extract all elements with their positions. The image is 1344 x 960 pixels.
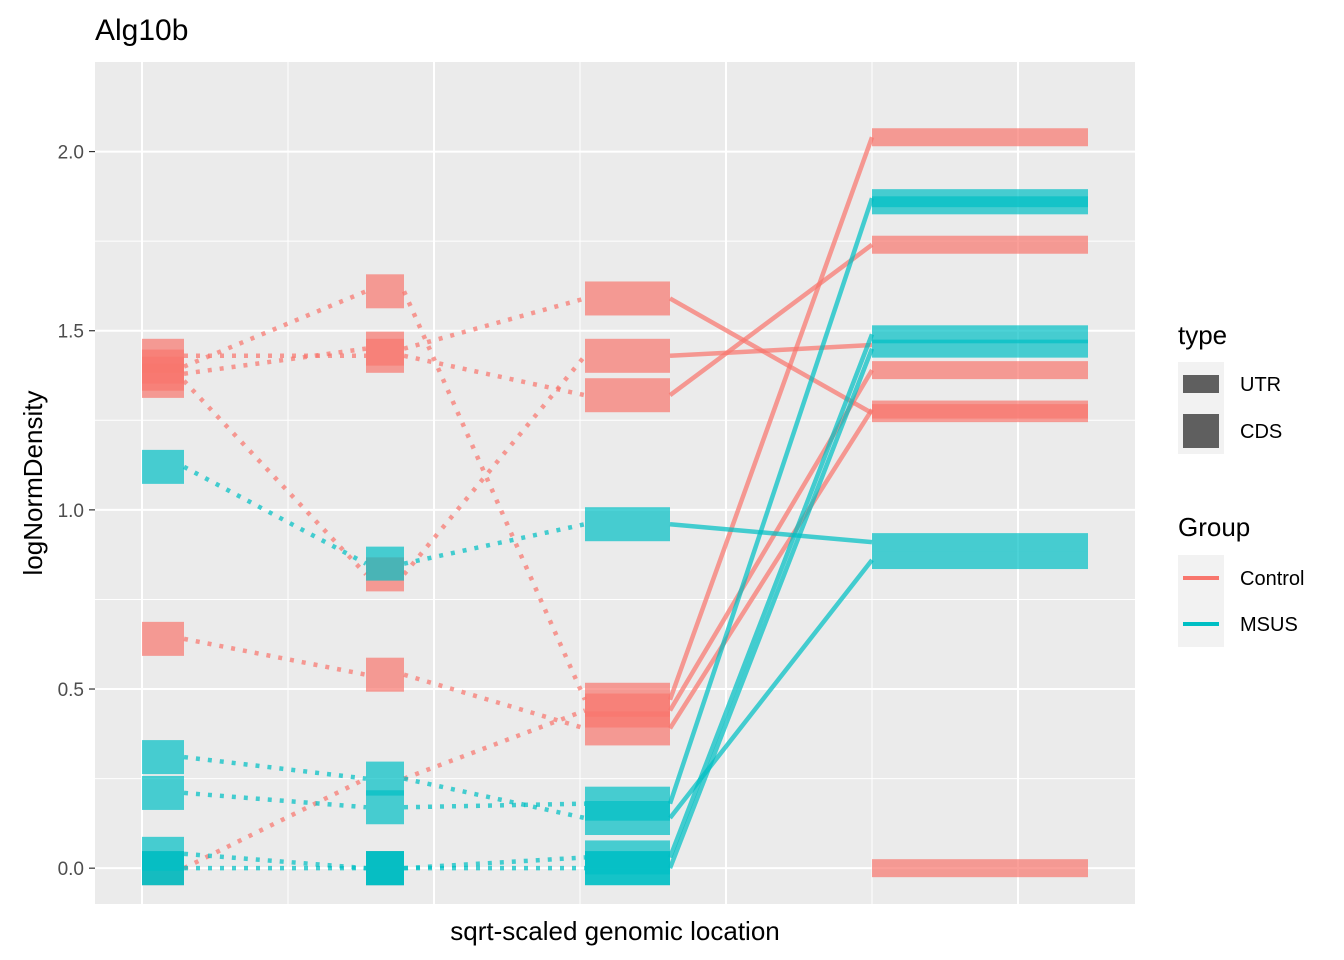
segment-msus-utr — [366, 790, 404, 825]
segment-control-utr — [585, 338, 670, 373]
segment-msus-utr — [366, 851, 404, 886]
segment-control-utr — [142, 621, 184, 656]
segment-control-cds — [872, 404, 1088, 423]
legend-type: type UTR CDS — [1178, 320, 1282, 454]
segment-control-cds — [872, 859, 1088, 878]
legend-type-title: type — [1178, 320, 1227, 350]
connection-line-control — [182, 379, 368, 576]
connection-line-msus — [667, 333, 875, 859]
segment-control-cds — [872, 361, 1088, 380]
segment-msus-cds — [872, 533, 1088, 552]
y-tick-label: 1.0 — [58, 501, 84, 522]
legend-label-cds: CDS — [1240, 421, 1282, 443]
segment-msus-utr — [142, 775, 184, 810]
legend-label-control: Control — [1240, 568, 1304, 590]
connection-line-control — [667, 136, 875, 701]
segment-msus-utr — [366, 761, 404, 796]
connection-lines — [182, 136, 875, 871]
segment-control-utr — [585, 281, 670, 316]
legend-group-title: Group — [1178, 512, 1250, 542]
segment-control-utr — [585, 378, 670, 413]
segment-control-utr — [366, 657, 404, 692]
segment-msus-cds — [872, 196, 1088, 215]
y-axis-title: logNormDensity — [18, 391, 48, 576]
segment-control-utr — [366, 338, 404, 373]
connection-line-control — [183, 289, 367, 369]
segment-msus-utr — [366, 546, 404, 581]
density-segments — [142, 128, 1088, 886]
chart-title: Alg10b — [95, 14, 188, 47]
segment-msus-utr — [585, 507, 670, 542]
y-tick-label: 1.5 — [58, 322, 84, 343]
segment-control-utr — [585, 711, 670, 746]
y-axis-ticks: 0.0 0.5 1.0 1.5 2.0 — [58, 143, 95, 880]
segment-control-cds — [872, 128, 1088, 147]
y-tick-label: 0.0 — [58, 859, 84, 880]
segment-msus-utr — [142, 851, 184, 886]
segment-msus-utr — [585, 801, 670, 836]
connection-line-control — [669, 342, 873, 359]
legend-group: Group Control MSUS — [1178, 512, 1304, 647]
connection-line-control — [403, 672, 586, 731]
connection-line-msus — [667, 197, 875, 805]
segment-control-utr — [366, 274, 404, 309]
connection-line-control — [403, 296, 586, 351]
plot-panel — [95, 62, 1135, 904]
gridlines — [95, 62, 1135, 904]
segment-msus-cds — [872, 339, 1088, 358]
x-axis-title: sqrt-scaled genomic location — [450, 916, 780, 946]
y-tick-label: 2.0 — [58, 143, 84, 164]
connection-line-msus — [182, 464, 368, 566]
connection-line-control — [403, 708, 586, 781]
connection-line-control — [668, 296, 874, 416]
connection-line-msus — [669, 521, 873, 545]
connection-line-msus — [667, 347, 875, 869]
legend-swatch-cds — [1183, 414, 1219, 448]
segment-msus-utr — [142, 740, 184, 775]
segment-msus-cds — [872, 325, 1088, 344]
connection-line-control — [668, 242, 874, 398]
segment-msus-utr — [142, 449, 184, 484]
legend-label-utr: UTR — [1240, 374, 1281, 396]
legend-label-msus: MSUS — [1240, 614, 1298, 636]
segment-msus-utr — [585, 851, 670, 886]
legend-swatch-utr — [1183, 375, 1219, 393]
connection-line-control — [183, 776, 367, 871]
segment-msus-cds — [872, 551, 1088, 570]
segment-control-cds — [872, 235, 1088, 254]
segment-control-utr — [142, 363, 184, 398]
connection-line-control — [401, 290, 588, 701]
y-tick-label: 0.5 — [58, 680, 84, 701]
connection-line-control — [668, 408, 874, 730]
